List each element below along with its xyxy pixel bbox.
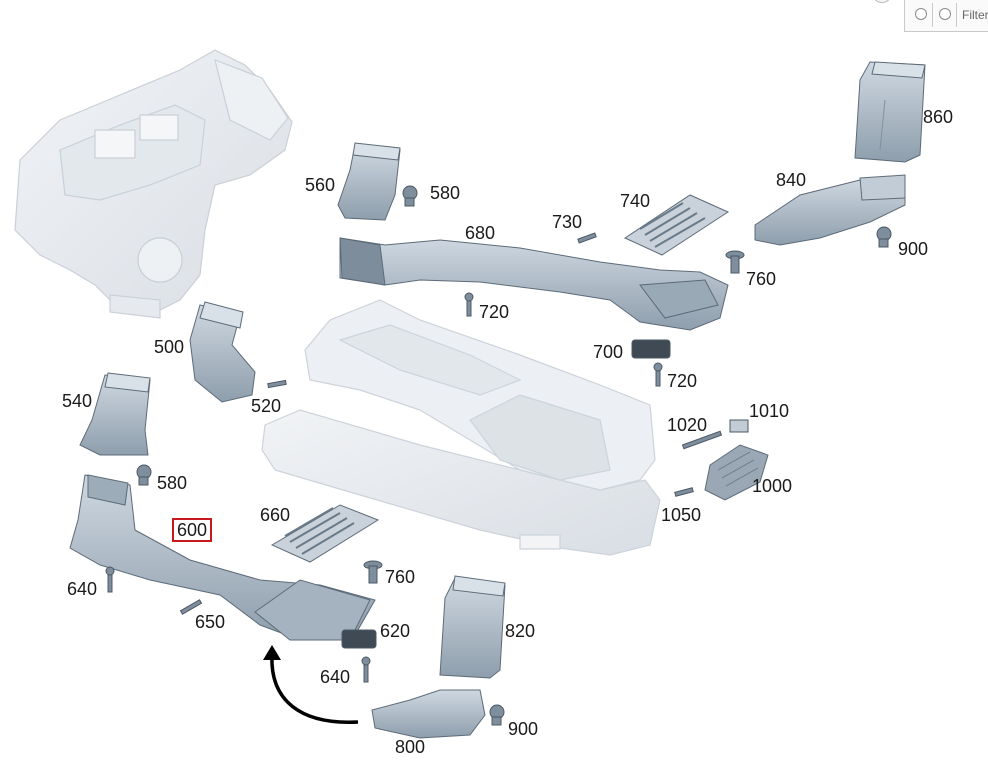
part-540-shape (79, 372, 151, 456)
label-part-700[interactable]: 700 (593, 342, 624, 362)
label-part-1020[interactable]: 1020 (667, 415, 708, 435)
radio-option-2[interactable] (939, 8, 951, 20)
label-part-1000[interactable]: 1000 (752, 476, 793, 496)
divider (932, 3, 933, 27)
label-part-900[interactable]: 900 (898, 239, 929, 259)
label-part-600-selected[interactable]: 600 (172, 518, 213, 542)
part-860-shape (854, 61, 926, 163)
label-part-840[interactable]: 840 (776, 170, 807, 190)
small-fasteners (105, 185, 892, 726)
label-part-560[interactable]: 560 (305, 175, 336, 195)
center-console-ghost (261, 299, 661, 556)
label-part-1010[interactable]: 1010 (749, 401, 790, 421)
label-part-620[interactable]: 620 (380, 621, 411, 641)
label-part-800[interactable]: 800 (395, 737, 426, 757)
label-part-640[interactable]: 640 (320, 667, 351, 687)
label-part-580[interactable]: 580 (157, 473, 188, 493)
label-part-860[interactable]: 860 (923, 107, 954, 127)
part-740-shape (623, 194, 730, 256)
part-840-shape (754, 174, 906, 246)
part-800-shape (371, 689, 486, 739)
divider (956, 3, 957, 27)
label-part-1050[interactable]: 1050 (661, 505, 702, 525)
part-500-shape (189, 301, 256, 403)
label-part-660[interactable]: 660 (260, 505, 291, 525)
label-part-650[interactable]: 650 (195, 612, 226, 632)
label-part-760[interactable]: 760 (385, 567, 416, 587)
label-part-730[interactable]: 730 (552, 212, 583, 232)
part-660-shape (270, 504, 380, 563)
label-part-640[interactable]: 640 (67, 579, 98, 599)
part-560-shape (337, 142, 401, 221)
filter-toolbar: Filter (904, 0, 988, 32)
label-part-500[interactable]: 500 (154, 337, 185, 357)
part-1000-shape (704, 444, 769, 501)
label-part-540[interactable]: 540 (62, 391, 93, 411)
part-680-shape (339, 237, 729, 331)
label-part-680[interactable]: 680 (465, 223, 496, 243)
label-part-760[interactable]: 760 (746, 269, 777, 289)
part-820-shape (439, 575, 506, 679)
filter-input[interactable]: Filter (962, 8, 988, 22)
label-part-740[interactable]: 740 (620, 191, 651, 211)
label-part-520[interactable]: 520 (251, 396, 282, 416)
radio-option-1[interactable] (915, 8, 927, 20)
label-part-580[interactable]: 580 (430, 183, 461, 203)
label-part-720[interactable]: 720 (667, 371, 698, 391)
assembly-arrow (263, 645, 359, 724)
label-part-900[interactable]: 900 (508, 719, 539, 739)
part-600-shape (69, 474, 376, 641)
hvac-unit-ghost (14, 49, 293, 319)
label-part-720[interactable]: 720 (479, 302, 510, 322)
label-part-820[interactable]: 820 (505, 621, 536, 641)
